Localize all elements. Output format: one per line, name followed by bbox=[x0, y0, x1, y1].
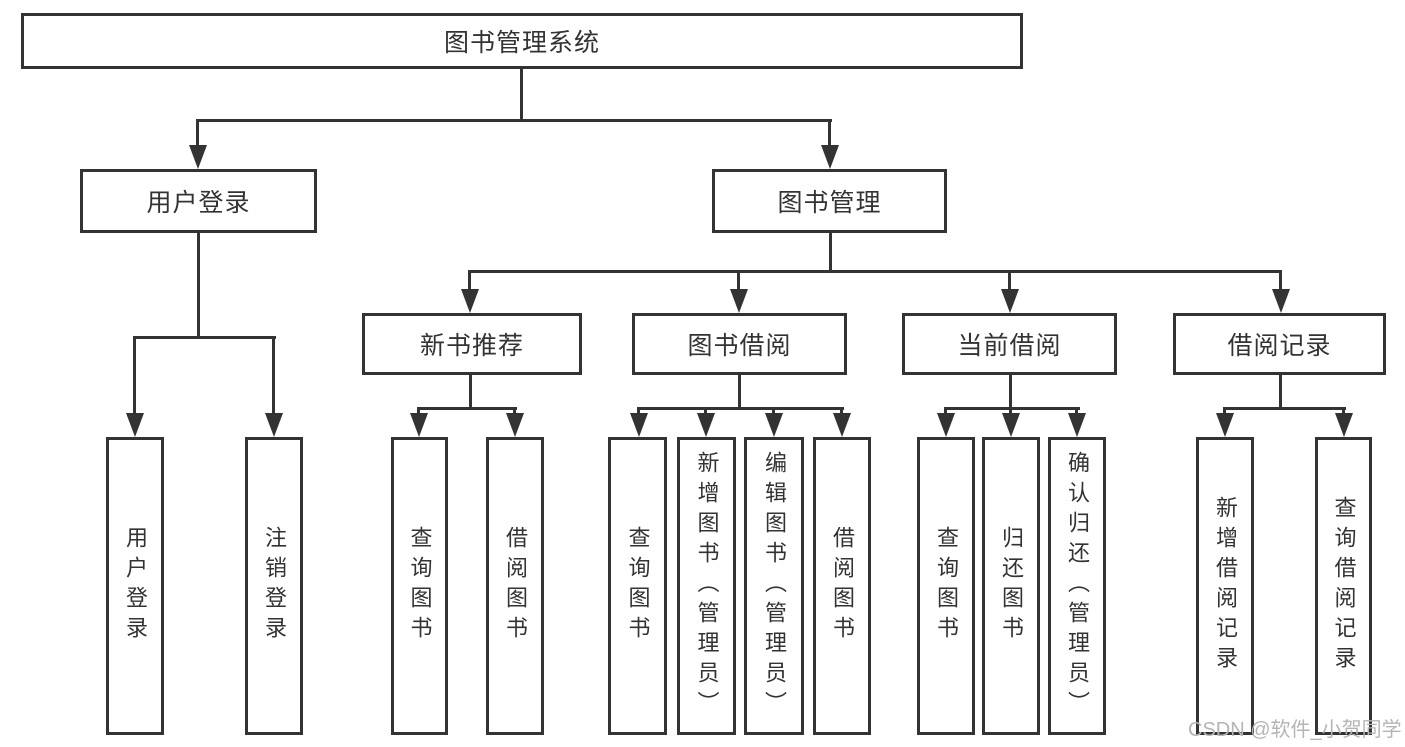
node-label: 查询图书 bbox=[625, 526, 651, 646]
connector-segment bbox=[1223, 407, 1346, 410]
arrow-down-icon bbox=[630, 408, 648, 437]
node-label: 确认归还（管理员） bbox=[1065, 451, 1090, 721]
leaf-query-borrow-record: 查询借阅记录 bbox=[1315, 437, 1372, 735]
node-current-borrow: 当前借阅 bbox=[902, 313, 1117, 375]
node-label: 用户登录 bbox=[146, 189, 251, 217]
arrow-down-icon bbox=[1002, 408, 1020, 437]
leaf-user-login: 用户登录 bbox=[106, 437, 164, 735]
node-label: 图书管理 bbox=[777, 189, 882, 217]
leaf-add-book-admin: 新增图书（管理员） bbox=[677, 437, 736, 735]
arrow-down-icon bbox=[1001, 271, 1019, 313]
node-label: 借阅图书 bbox=[503, 526, 528, 646]
arrow-down-icon bbox=[730, 271, 748, 313]
node-user-login: 用户登录 bbox=[80, 169, 317, 233]
arrow-down-icon bbox=[937, 408, 955, 437]
connector-segment bbox=[829, 233, 832, 273]
leaf-logout: 注销登录 bbox=[245, 437, 303, 735]
arrow-down-icon bbox=[1068, 408, 1086, 437]
connector-segment bbox=[197, 233, 200, 338]
node-label: 注销登录 bbox=[262, 526, 287, 646]
node-label: 借阅记录 bbox=[1227, 332, 1332, 360]
arrow-down-icon bbox=[1335, 408, 1353, 437]
connector-segment bbox=[417, 407, 517, 410]
node-label: 新增借阅记录 bbox=[1213, 496, 1238, 676]
node-label: 归还图书 bbox=[999, 526, 1024, 646]
connector-segment bbox=[738, 375, 741, 409]
connector-segment bbox=[520, 69, 523, 121]
node-new-book-recommend: 新书推荐 bbox=[362, 313, 582, 375]
leaf-borrow-books-recommend: 借阅图书 bbox=[486, 437, 544, 735]
leaf-edit-book-admin: 编辑图书（管理员） bbox=[744, 437, 804, 735]
connector-segment bbox=[469, 375, 472, 409]
node-root-system: 图书管理系统 bbox=[21, 13, 1023, 69]
node-borrow-records: 借阅记录 bbox=[1173, 313, 1386, 375]
watermark: CSDN @软件_小贺同学 bbox=[1188, 719, 1402, 741]
connector-segment bbox=[1279, 375, 1282, 409]
connector-segment bbox=[637, 407, 844, 410]
arrow-down-icon bbox=[833, 408, 851, 437]
arrow-down-icon bbox=[126, 337, 144, 437]
arrow-down-icon bbox=[461, 271, 479, 313]
connector-segment bbox=[468, 270, 1282, 273]
node-label: 查询借阅记录 bbox=[1331, 496, 1357, 676]
leaf-query-books-borrow: 查询图书 bbox=[608, 437, 667, 735]
node-book-borrow: 图书借阅 bbox=[632, 313, 847, 375]
arrow-down-icon bbox=[1272, 271, 1290, 313]
arrow-down-icon bbox=[821, 120, 839, 169]
arrow-down-icon bbox=[189, 120, 207, 169]
node-book-management: 图书管理 bbox=[712, 169, 947, 233]
connector-segment bbox=[133, 336, 276, 339]
arrow-down-icon bbox=[410, 408, 428, 437]
connector-segment bbox=[944, 407, 1080, 410]
leaf-query-books-recommend: 查询图书 bbox=[391, 437, 448, 735]
node-label: 当前借阅 bbox=[957, 332, 1062, 360]
arrow-down-icon bbox=[506, 408, 524, 437]
arrow-down-icon bbox=[1216, 408, 1234, 437]
connector-segment bbox=[1009, 375, 1012, 409]
arrow-down-icon bbox=[265, 337, 283, 437]
node-label: 查询图书 bbox=[407, 526, 433, 646]
node-label: 用户登录 bbox=[123, 526, 148, 646]
node-label: 新书推荐 bbox=[419, 332, 524, 360]
leaf-borrow-books: 借阅图书 bbox=[813, 437, 871, 735]
arrow-down-icon bbox=[697, 408, 715, 437]
node-label: 图书管理系统 bbox=[443, 29, 600, 57]
leaf-query-books-current: 查询图书 bbox=[917, 437, 975, 735]
node-label: 查询图书 bbox=[934, 526, 959, 646]
node-label: 图书借阅 bbox=[687, 332, 792, 360]
connector-segment bbox=[196, 119, 832, 122]
leaf-confirm-return-admin: 确认归还（管理员） bbox=[1048, 437, 1106, 735]
leaf-return-book: 归还图书 bbox=[982, 437, 1040, 735]
leaf-add-borrow-record: 新增借阅记录 bbox=[1196, 437, 1254, 735]
arrow-down-icon bbox=[765, 408, 783, 437]
node-label: 新增图书（管理员） bbox=[694, 451, 720, 721]
node-label: 编辑图书（管理员） bbox=[762, 451, 787, 721]
node-label: 借阅图书 bbox=[830, 526, 855, 646]
